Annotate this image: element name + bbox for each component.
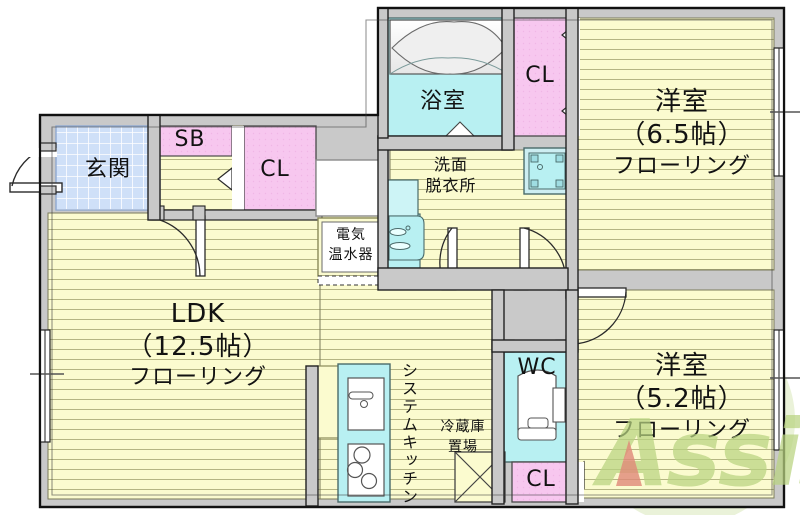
entrance-floor [55,125,161,211]
washroom-label-line1: 洗面 [433,155,469,174]
water-heater-upper [315,159,381,217]
system-kitchen [316,363,391,503]
western-room-south-label-line3: フローリング [612,418,752,443]
ldk-label-line2: （12.5帖） [126,332,270,362]
interior-walls [147,7,579,507]
kitchen-sink [347,377,385,431]
ldk-floor [47,212,321,500]
heater-threshold [317,275,387,286]
vanity-sink [385,179,425,269]
water-heater-label-line1: 電気 [336,227,366,243]
washroom-label-line2: 脱衣所 [425,176,477,195]
shoe-box-label: SB [174,127,206,152]
western-room-north-floor [577,17,775,271]
fridge-label-line1: 冷蔵庫 [440,419,486,435]
bathroom-label: 浴室 [419,89,467,114]
western-room-south-label-line1: 洋室 [654,351,710,381]
ldk-label-line1: LDK [170,299,226,329]
washing-machine-pan [523,147,571,195]
ldk-label-line3: フローリング [128,365,268,390]
western-room-south-label-line2: （5.2帖） [619,384,745,414]
water-heater-label-line2: 温水器 [328,247,374,263]
western-room-south-floor [577,289,775,499]
closet-south-label: CL [526,467,556,492]
system-kitchen-label: システムキッチン [399,362,418,506]
western-room-north-label-line3: フローリング [612,154,752,179]
closet-north-label: CL [525,63,555,88]
entrance-label: 玄関 [84,157,132,182]
closet-hall-label: CL [260,157,290,182]
bathtub [389,19,509,75]
western-room-north-label-line2: （6.5帖） [619,120,745,150]
fridge-label-line2: 置場 [448,439,478,455]
toilet-bowl [517,369,566,441]
western-room-north-label-line1: 洋室 [654,87,710,117]
closet-north [511,17,571,137]
toilet-label: WC [517,355,557,380]
